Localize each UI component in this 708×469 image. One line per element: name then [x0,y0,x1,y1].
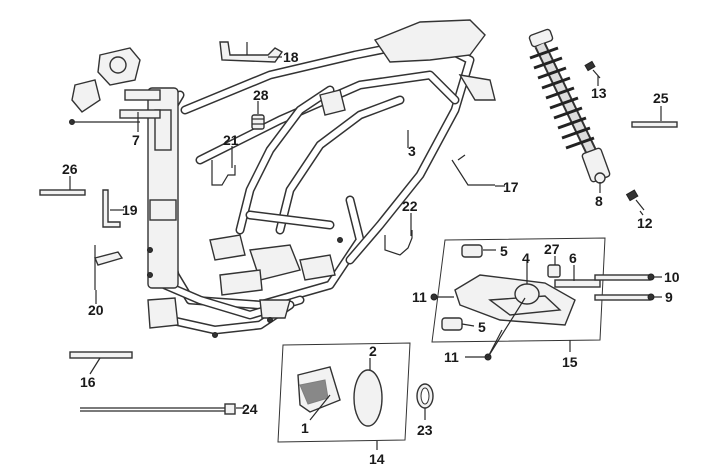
hook-21 [211,160,236,186]
callout-25: 25 [653,90,669,106]
callout-7: 7 [132,132,140,148]
bracket-18 [219,41,284,63]
callout-4: 4 [522,250,530,266]
callout-11a: 11 [412,289,427,305]
steering-lock-assembly [69,47,161,125]
callout-28: 28 [253,87,269,103]
callout-6: 6 [569,250,577,266]
callout-18: 18 [283,49,299,65]
callout-20: 20 [88,302,104,318]
callout-22: 22 [402,198,418,214]
l-rod-19 [102,189,121,228]
callout-23: 23 [417,422,433,438]
bar-25 [631,121,678,128]
rod-17 [451,154,495,186]
callout-3: 3 [408,143,416,159]
bolt-12 [625,189,645,211]
callout-27: 27 [544,241,560,257]
cable-24 [80,403,236,415]
hook-22 [384,230,413,256]
callout-26: 26 [62,161,78,177]
callout-13: 13 [591,85,607,101]
rod-10 [594,273,655,281]
leader-lines [69,56,662,450]
callout-5a: 5 [500,243,508,259]
callout-17: 17 [503,179,519,195]
callout-labels: 1 2 3 4 5 5 6 7 8 9 10 11 11 12 13 14 15… [62,49,680,467]
rear-shock-absorber [528,28,611,184]
bolt-13 [584,60,601,79]
bar-26 [39,189,86,196]
callout-11b: 11 [444,349,459,365]
callout-8: 8 [595,193,603,209]
rod-20 [94,245,124,290]
callout-12: 12 [637,215,653,231]
bar-16 [69,351,133,359]
callout-21: 21 [223,132,239,148]
box-15 [430,237,606,361]
callout-10: 10 [664,269,680,285]
main-frame [147,19,496,338]
rod-9 [594,293,655,301]
callout-14: 14 [369,451,385,467]
callout-19: 19 [122,202,138,218]
callout-1: 1 [301,420,309,436]
callout-9: 9 [665,289,673,305]
callout-2: 2 [369,343,377,359]
callout-24: 24 [242,401,258,417]
callout-15: 15 [562,354,578,370]
callout-16: 16 [80,374,96,390]
ring-23 [416,383,434,409]
box-14 [277,342,411,443]
spring-clip-28 [251,114,265,130]
callout-5b: 5 [478,319,486,335]
